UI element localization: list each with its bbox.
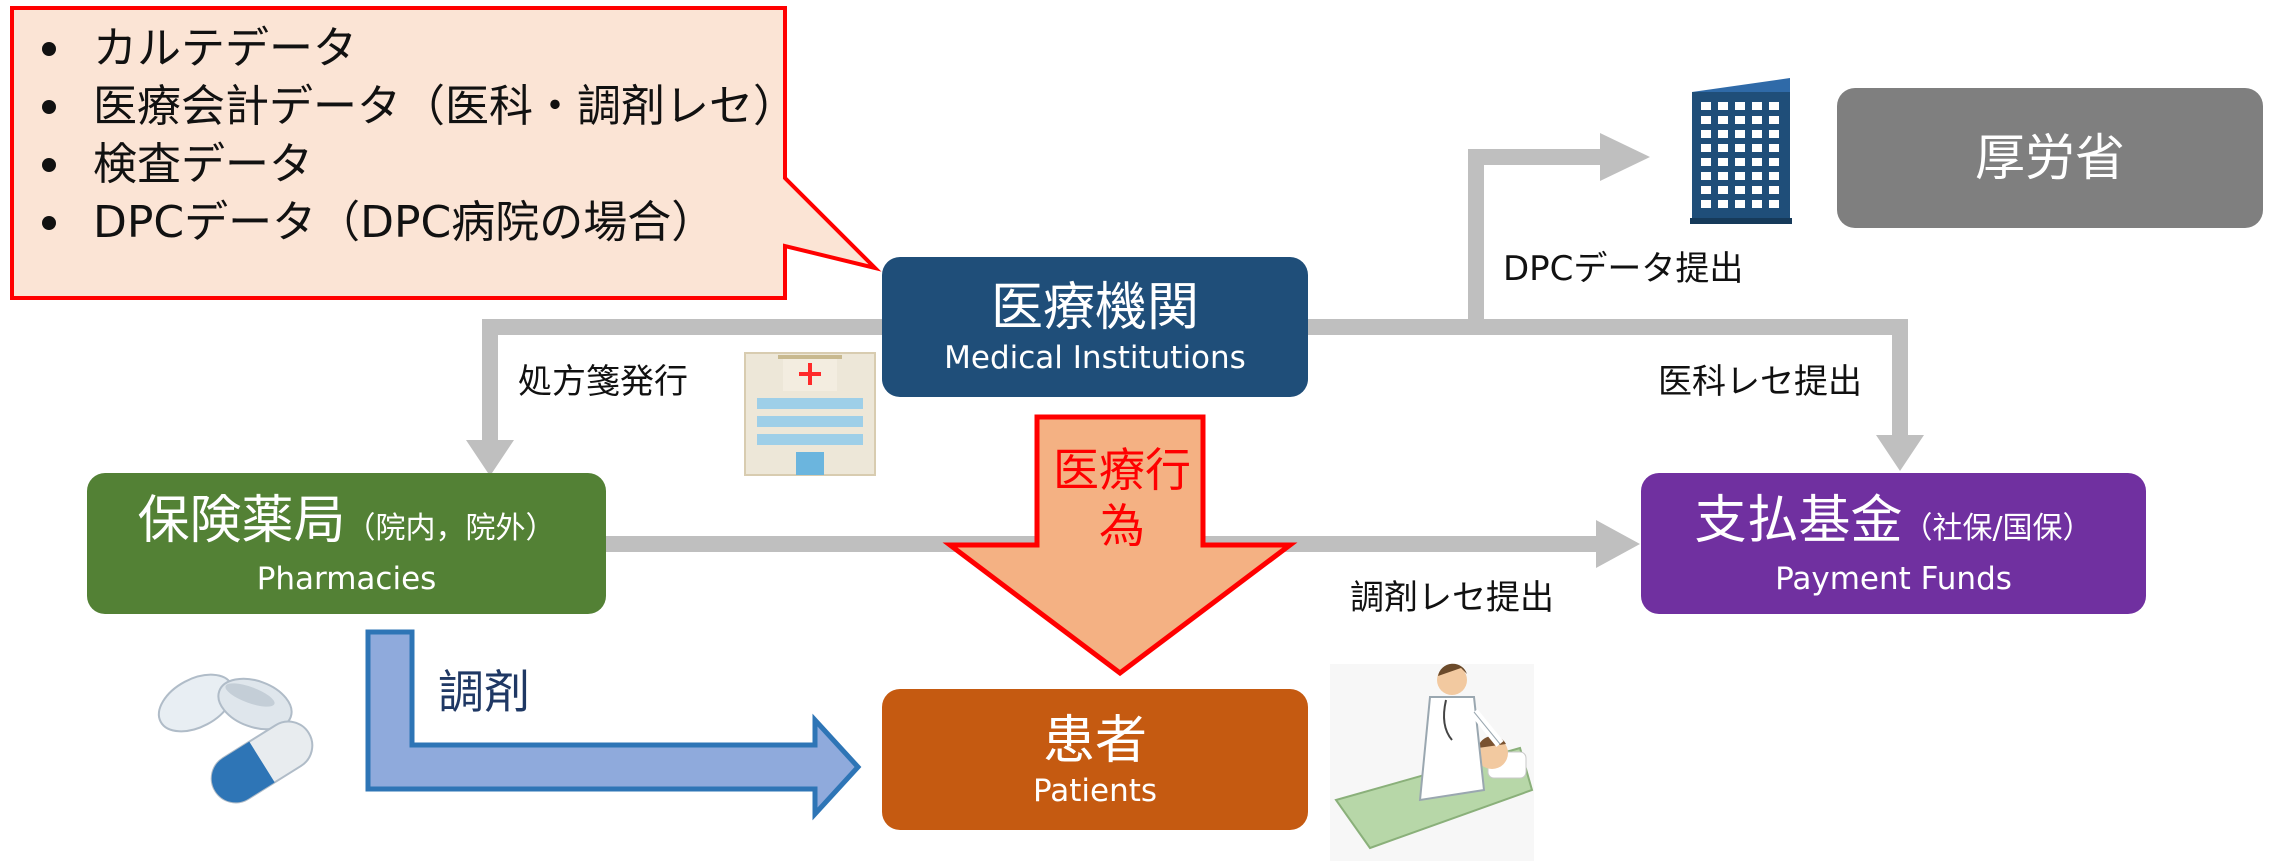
building-window (1769, 186, 1779, 194)
payment-funds-node: 支払基金（社保/国保） Payment Funds (1641, 473, 2146, 614)
building-window (1718, 172, 1728, 180)
medicine-pills-icon (157, 673, 314, 804)
node-title-note: （院内，院外） (345, 510, 556, 546)
callout-bubble (10, 6, 882, 300)
dispense-arrow (365, 629, 862, 821)
patients-node: 患者 Patients (882, 689, 1308, 830)
pharmacy-claim-label: 調剤レセ提出 (1350, 578, 1554, 618)
building-window (1718, 158, 1728, 166)
prescription-label: 処方箋発行 (518, 362, 688, 402)
building-window (1769, 116, 1779, 124)
node-subtitle: Medical Institutions (944, 340, 1246, 376)
building-window (1701, 102, 1711, 110)
building-window (1752, 158, 1762, 166)
node-title-note: （社保/国保） (1902, 510, 2093, 546)
mhlw-node: 厚労省 (1837, 88, 2263, 228)
building-window (1735, 130, 1745, 138)
building-window (1735, 158, 1745, 166)
list-item: 検査データ (25, 136, 765, 194)
building-window (1752, 200, 1762, 208)
node-title-row: 保険薬局（院内，院外） (137, 490, 555, 560)
medical-act-label: 医療行為 (1053, 443, 1191, 553)
building-window (1735, 102, 1745, 110)
node-subtitle: Pharmacies (256, 560, 437, 597)
node-title: 患者 (1042, 710, 1147, 771)
building-window (1752, 116, 1762, 124)
office-building-icon (1690, 78, 1792, 224)
dpc-submission-label: DPCデータ提出 (1503, 249, 1744, 289)
building-window (1735, 172, 1745, 180)
building-window (1752, 172, 1762, 180)
node-subtitle: Payment Funds (1775, 560, 2012, 597)
building-window (1718, 130, 1728, 138)
hospital-icon (744, 352, 876, 476)
node-title: 厚労省 (1975, 129, 2125, 187)
data-types-list: カルテデータ 医療会計データ（医科・調剤レセ） 検査データ DPCデータ（DPC… (25, 20, 797, 252)
building-window (1701, 186, 1711, 194)
building-window (1769, 172, 1779, 180)
building-window (1718, 200, 1728, 208)
pharmacies-node: 保険薬局（院内，院外） Pharmacies (87, 473, 606, 614)
building-window (1769, 144, 1779, 152)
building-window (1735, 186, 1745, 194)
building-window (1718, 186, 1728, 194)
building-window (1701, 200, 1711, 208)
building-window (1701, 116, 1711, 124)
building-window (1701, 130, 1711, 138)
list-item: カルテデータ (25, 20, 765, 78)
dispense-label: 調剤 (438, 665, 530, 719)
node-title: 保険薬局 (137, 490, 346, 551)
building-window (1769, 102, 1779, 110)
building-window (1752, 186, 1762, 194)
medical-act-arrow (942, 414, 1298, 677)
doctor-patient-icon (1330, 663, 1534, 861)
node-subtitle: Patients (1032, 772, 1158, 809)
medical-claim-label: 医科レセ提出 (1658, 362, 1862, 402)
building-window (1752, 130, 1762, 138)
node-title-row: 支払基金（社保/国保） (1694, 490, 2092, 560)
building-window (1735, 200, 1745, 208)
list-item: 医療会計データ（医科・調剤レセ） (25, 78, 797, 136)
building-window (1718, 144, 1728, 152)
building-window (1769, 200, 1779, 208)
building-window (1769, 158, 1779, 166)
medical-institutions-node: 医療機関 Medical Institutions (882, 257, 1308, 397)
building-window (1718, 102, 1728, 110)
building-window (1718, 116, 1728, 124)
building-window (1735, 116, 1745, 124)
building-window (1701, 144, 1711, 152)
arrowheads (466, 133, 1924, 568)
building-window (1752, 102, 1762, 110)
building-window (1769, 130, 1779, 138)
node-title: 医療機関 (990, 278, 1199, 338)
building-window (1735, 144, 1745, 152)
node-title: 支払基金 (1694, 490, 1903, 551)
list-item: DPCデータ（DPC病院の場合） (25, 194, 765, 252)
building-window (1752, 144, 1762, 152)
building-window (1701, 158, 1711, 166)
building-window (1701, 172, 1711, 180)
